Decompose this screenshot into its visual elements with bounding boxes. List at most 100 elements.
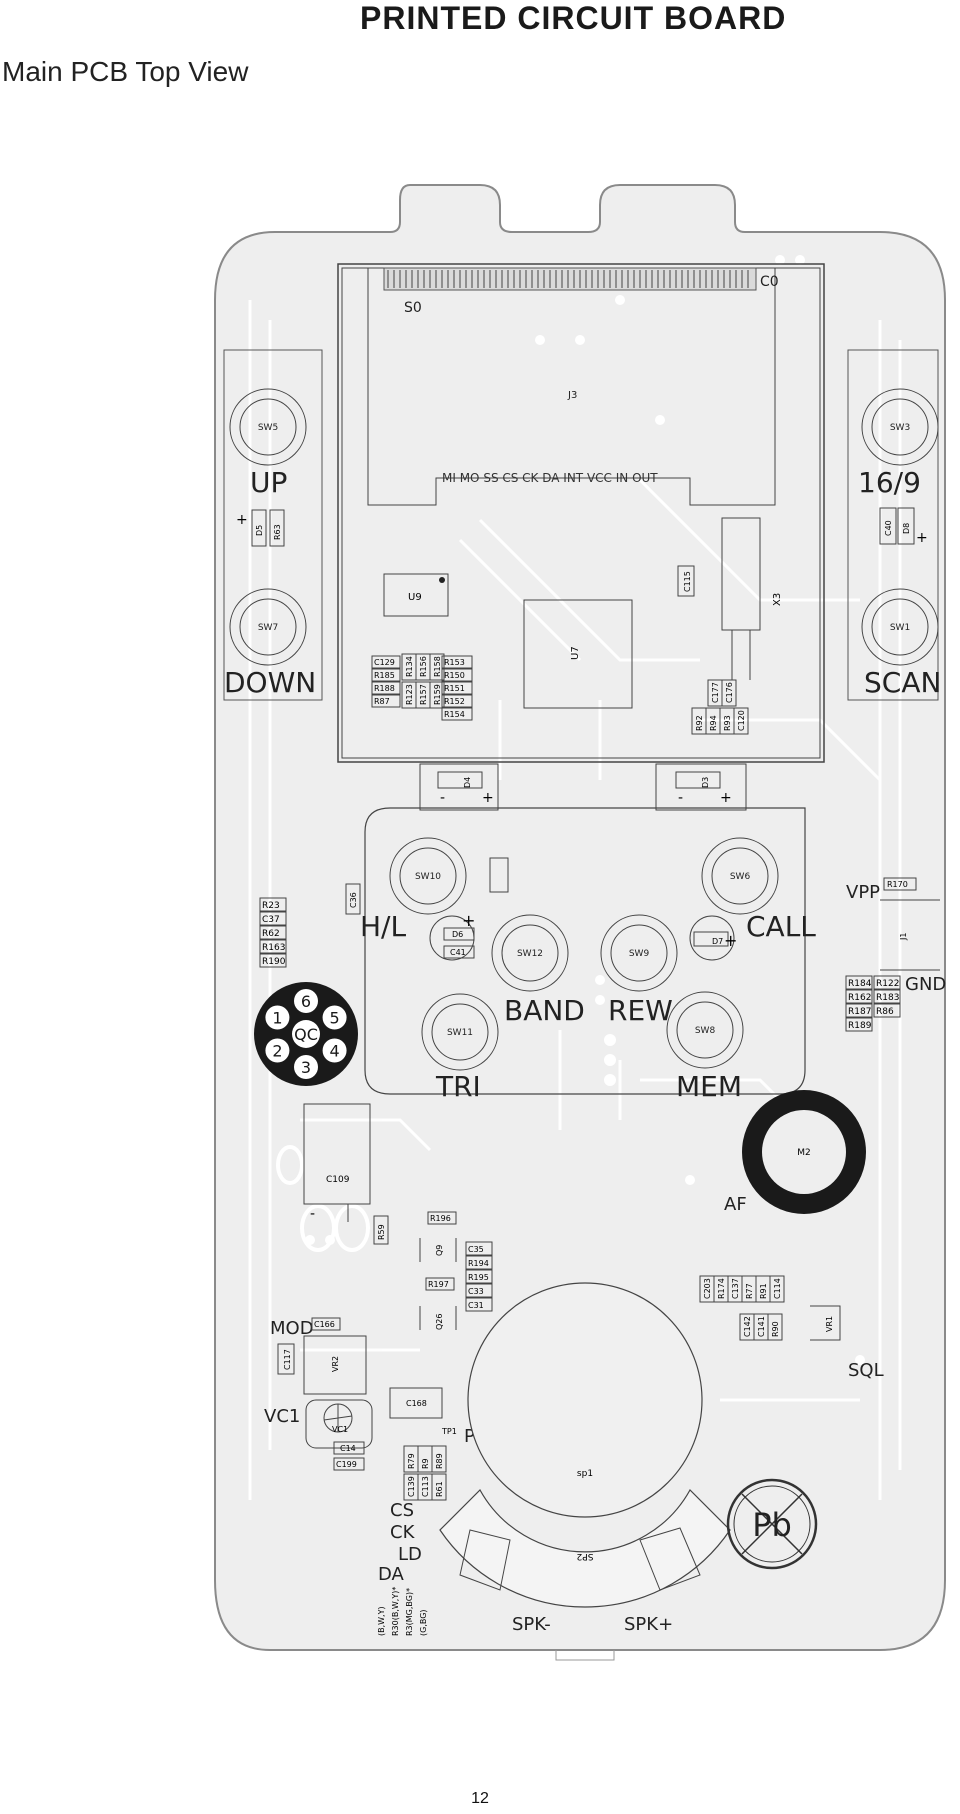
component-part: R185 [371,668,401,682]
component-label: R189 [848,1021,872,1031]
sw10-label: SW10 [415,872,441,882]
c117-label: C117 [283,1349,292,1370]
pb-free-symbol: Pb [726,1478,818,1570]
component-label: R190 [262,957,286,967]
component-part: R154 [441,707,473,721]
component-part: C114 [769,1275,785,1303]
component-label: C203 [703,1278,712,1299]
component-label: R185 [374,671,395,680]
component-label: R77 [745,1283,754,1299]
qc-digit: 6 [301,992,311,1011]
component-part: R150 [441,668,473,682]
component-label: R92 [695,715,704,731]
vr1-part: VR1 [810,1305,841,1341]
component-part: R183 [873,989,901,1004]
component-part: R195 [465,1269,493,1284]
component-label: R187 [848,1007,871,1017]
lcd-pin-labels: MI MO SS CS CK DA INT VCC IN OUT [442,471,658,485]
sw3-switch [861,388,939,466]
gnd-label: GND [905,974,946,995]
component-part: C141 [753,1313,769,1341]
component-part: C35 [465,1241,493,1256]
component-label: C177 [711,682,720,703]
sw9-label: SW9 [629,949,650,959]
vc1-area: VC1 C168 TP1 C14 C199 [305,1387,457,1471]
component-label: R91 [759,1283,768,1299]
component-label: R23 [262,901,280,911]
ic-u7: U7 [523,599,633,709]
q9-region: R196 Q9 R197 Q26 [419,1211,457,1330]
qc-digit-bg [322,1005,347,1030]
component-part: C203 [699,1275,715,1303]
component-part: R90 [767,1313,783,1341]
r196-label: R196 [430,1214,451,1223]
component-part: R151 [441,681,473,695]
qc-digit: 5 [329,1009,339,1028]
component-part: C142 [739,1313,755,1341]
component-part: R61 [431,1473,447,1501]
component-label: R87 [374,697,390,706]
component-part: R62 [259,925,287,940]
ic-u9: U9 [383,573,449,617]
component-label: R162 [848,993,871,1003]
sw11-label: SW11 [447,1028,473,1038]
component-part: R188 [371,681,401,695]
vpp-label: VPP [846,882,880,903]
component-part: C120 [733,707,749,735]
component-part: R158 [429,653,445,681]
component-label: R93 [723,715,732,731]
pb-label: Pb [752,1506,792,1544]
d7-label: D7 [712,937,723,946]
component-label: R163 [262,943,285,953]
component-label: R188 [374,684,395,693]
c36-label: C36 [349,892,358,908]
qc-digit-bg [294,1055,318,1079]
component-label: R195 [468,1273,489,1282]
da-notes: (B,W,Y)R30(B,W,Y)*R3(MG,BG)*(G,BG) [377,1587,428,1636]
component-part: R123 [401,681,417,709]
tri-label: TRI [435,1070,481,1103]
lcd-connector-pins [387,270,749,288]
vr1-label: VR1 [825,1316,834,1332]
d3-label: D3 [701,777,710,788]
d3-minus: - [678,790,683,806]
d5-r63: D5 R63 + [236,509,285,547]
c0-label: C0 [760,274,779,290]
d4-label: D4 [463,777,472,788]
sw5-label: SW5 [258,423,278,433]
sql-label: SQL [848,1360,884,1381]
sw7-label: SW7 [258,623,278,633]
speaker-sp1: sp1 [467,1282,703,1518]
d7-led: D7 + [689,915,737,961]
c40-label: C40 [884,520,893,536]
component-part: C113 [417,1473,433,1501]
component-part: C129 [371,655,401,669]
d7-plus: + [724,931,737,950]
qc-digit-bg [265,1038,290,1063]
component-label: C129 [374,658,395,667]
mod-area: C166 C117 VR2 [277,1317,367,1395]
qc-digit: 2 [272,1042,282,1061]
component-part: R134 [401,653,417,681]
qc-digit: 4 [329,1042,339,1061]
mem-label: MEM [676,1070,742,1103]
c109-minus: - [310,1206,315,1222]
c199-label: C199 [336,1460,357,1469]
component-part: R86 [873,1003,901,1018]
component-label: R89 [435,1453,444,1469]
qc-digit-bg [294,989,318,1013]
c115-part: C115 [677,565,695,597]
q9-label: Q9 [435,1245,444,1256]
component-part: C37 [259,911,287,926]
c109-label: C109 [326,1175,350,1185]
component-label: R153 [444,658,465,667]
component-label: C33 [468,1287,484,1296]
left-button-panel [223,349,323,701]
component-label: C141 [757,1316,766,1337]
d8-label: D8 [902,523,911,534]
